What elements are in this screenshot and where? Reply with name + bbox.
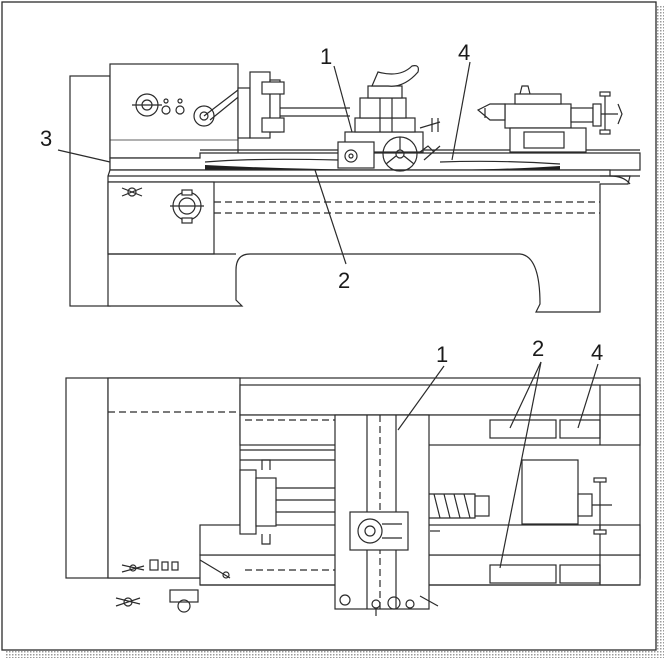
upper-guideway <box>239 384 641 446</box>
leader-top-4 <box>451 61 471 161</box>
tailstock <box>476 85 623 153</box>
headstock-gear-controls <box>132 89 243 127</box>
leader-bottom-4 <box>577 363 599 429</box>
lathe-plan-view <box>65 361 641 616</box>
carriage <box>337 65 441 172</box>
gearbox-controls <box>121 187 204 224</box>
cutting-tool <box>429 493 490 519</box>
chuck-plan <box>239 449 345 545</box>
callout-top-2: 2 <box>338 268 350 293</box>
leader-bottom-2a <box>509 361 542 429</box>
leader-bottom-2b <box>499 361 542 569</box>
callout-bottom-2: 2 <box>532 336 544 361</box>
headstock-box <box>109 63 239 159</box>
quick-change-gearbox <box>107 181 215 255</box>
chuck <box>237 71 285 139</box>
callout-top-1: 1 <box>320 44 332 69</box>
toolpost-handle <box>371 65 419 87</box>
leader-top-1 <box>333 65 353 133</box>
lathe-side-view <box>57 61 641 313</box>
leader-3 <box>57 149 111 163</box>
lathe-bed <box>107 169 631 313</box>
callout-bottom-1: 1 <box>436 342 448 367</box>
leader-top-2 <box>314 169 347 265</box>
base-fittings <box>115 559 439 616</box>
leader-bottom-1 <box>397 365 445 431</box>
headstock-rear-panel <box>69 75 111 307</box>
callout-bottom-4: 4 <box>591 340 603 365</box>
tailstock-plan <box>521 459 612 535</box>
callout-top-4: 4 <box>458 40 470 65</box>
callout-top-3: 3 <box>40 126 52 151</box>
carriage-plan <box>334 414 440 610</box>
